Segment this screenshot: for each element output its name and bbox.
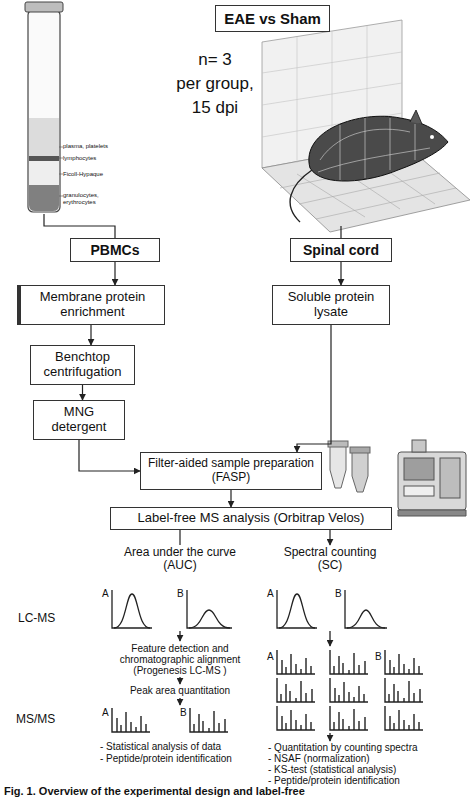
box-text: Spinal cord (303, 242, 379, 258)
flow-arrow (340, 262, 341, 285)
step-text: Peak area quantitation (110, 685, 250, 696)
sample-box: PBMCs (70, 238, 160, 262)
result-item: - Peptide/protein identification (268, 775, 473, 786)
process-box: Membrane protein enrichment (17, 285, 165, 325)
flow-arrow (114, 262, 115, 285)
axis-label: LC-MS (18, 612, 78, 625)
process-box: Filter-aided sample preparation (FASP) (140, 452, 322, 490)
flow-arrow (297, 325, 331, 452)
trace-label: B (375, 651, 387, 662)
sample-size: 15 dpi (175, 98, 255, 117)
trace-label: B (180, 707, 192, 718)
step-text: Feature detection and chromatographic al… (105, 643, 255, 677)
process-box: MNG detergent (33, 400, 125, 440)
tube-label: lymphocytes (63, 155, 123, 162)
trace-label: B (177, 588, 189, 599)
box-text: MNG detergent (38, 405, 120, 435)
group-box: EAE vs Sham (215, 5, 330, 32)
flow-arrow (230, 490, 231, 507)
process-box: Soluble protein lysate (272, 285, 390, 325)
result-item: - Peptide/protein identification (100, 753, 270, 764)
method-heading: Area under the curve (AUC) (110, 546, 250, 573)
trace-label: A (102, 588, 114, 599)
result-item: - NSAF (normalization) (268, 753, 473, 764)
tube-label: plasma, platelets (63, 143, 123, 150)
axis-label: MS/MS (16, 713, 76, 726)
box-text: Benchtop centrifugation (35, 350, 130, 380)
blood-tube (25, 2, 115, 238)
mass-spectrometer-icon (398, 440, 466, 516)
flow-arrow (90, 325, 91, 345)
result-item: - Quantitation by counting spectra (268, 742, 473, 753)
box-text: PBMCs (90, 242, 139, 258)
split-arrow (180, 530, 330, 545)
flow-arrow (82, 385, 83, 400)
mouse-illustration (262, 20, 470, 238)
trace-label: A (102, 707, 114, 718)
box-text: Label-free MS analysis (Orbitrap Velos) (138, 511, 365, 526)
box-text: EAE vs Sham (224, 10, 321, 27)
sample-size: per group, (170, 74, 260, 93)
box-text: Membrane protein enrichment (25, 290, 160, 320)
tube-label: granulocytes, erythrocytes (63, 192, 107, 205)
sample-box: Spinal cord (290, 238, 392, 262)
trace-label: A (267, 588, 279, 599)
trace-label: A (267, 651, 279, 662)
flow-arrow (79, 440, 140, 471)
box-text: Soluble protein lysate (277, 290, 385, 320)
filter-tube-icon (328, 441, 370, 492)
result-item: - Statistical analysis of data (100, 741, 270, 752)
process-box: Label-free MS analysis (Orbitrap Velos) (110, 507, 392, 530)
figure-caption: Fig. 1. Overview of the experimental des… (4, 785, 472, 797)
trace-label: B (335, 588, 347, 599)
process-box: Benchtop centrifugation (30, 345, 135, 385)
result-item: - KS-test (statistical analysis) (268, 764, 473, 775)
sc-panel (277, 590, 423, 741)
box-text: Filter-aided sample preparation (FASP) (145, 457, 317, 485)
method-heading: Spectral counting (SC) (275, 546, 385, 573)
tube-label: Ficoll-Hypaque (63, 171, 123, 178)
sample-size: n= 3 (180, 50, 250, 69)
